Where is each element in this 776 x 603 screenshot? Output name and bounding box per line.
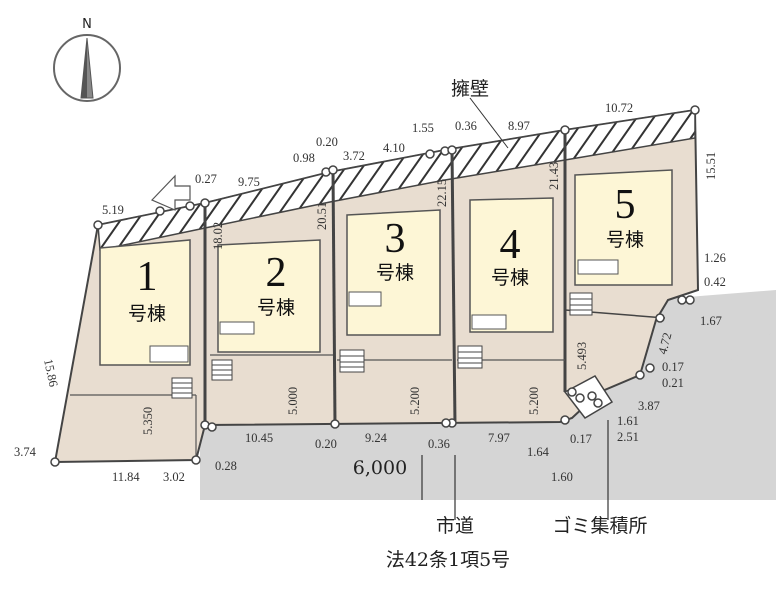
dim-label: 5.200 [408,387,422,415]
building-3-name: 号棟 [376,262,414,284]
dim-label: 0.17 [662,360,684,374]
dim-label: 4.10 [383,141,405,155]
boundary-markers [50,105,700,467]
dim-label: 1.67 [700,314,722,328]
steps-icon-5 [569,292,593,316]
dim-label: 5.493 [575,342,589,370]
dim-label: 15.86 [41,358,61,388]
dim-label: 0.17 [570,432,592,446]
dimension-labels: 5.19 0.27 9.75 0.98 0.20 3.72 4.10 1.55 … [14,101,726,484]
building-5-number: 5 [615,182,636,228]
building-1-number: 1 [137,254,158,300]
dim-label: 15.51 [704,152,718,180]
city-road-label: 市道 [436,515,474,537]
building-2-name: 号棟 [257,297,295,319]
dim-label: 1.64 [527,445,550,459]
steps-icon-4 [457,345,483,369]
dim-label: 18.02 [211,222,225,250]
lot-dividers [203,130,666,426]
dim-label: 0.36 [428,437,450,451]
dim-label: 1.60 [551,470,573,484]
dim-label: 8.97 [508,119,530,133]
dim-label: 3.87 [638,399,660,413]
dim-label: 0.36 [455,119,477,133]
dim-label: 11.84 [112,470,140,484]
dim-label: 5.000 [286,387,300,415]
dim-label: 3.02 [163,470,185,484]
road-area [200,290,776,500]
dim-label: 10.72 [605,101,633,115]
dim-label: 1.61 [617,414,639,428]
dim-label: 9.75 [238,175,260,189]
compass-north-label: N [82,17,92,32]
building-3[interactable]: 3 号棟 [346,209,441,336]
dim-label: 22.15 [435,179,449,207]
dim-label: 0.98 [293,151,315,165]
road-law-label: 法42条1項5号 [386,549,510,571]
building-2[interactable]: 2 号棟 [217,239,321,353]
dim-label: 0.28 [215,459,237,473]
road-width-marker [421,420,609,520]
dim-label: 1.55 [412,121,434,135]
building-3-number: 3 [385,216,406,262]
dim-label: 9.24 [365,431,388,445]
steps-icon-3 [339,349,365,373]
dim-label: 3.72 [343,149,365,163]
road-width-label: 6,000 [353,457,407,479]
dim-label: 5.19 [102,203,124,217]
building-1-name: 号棟 [128,303,166,325]
compass-north-icon: N [53,17,121,102]
dim-label: 2.51 [617,430,639,444]
dim-label: 0.42 [704,275,726,289]
retaining-wall-label: 擁壁 [451,78,509,149]
neighbor-arrow-icon [150,174,191,211]
building-4[interactable]: 4 号棟 [469,197,554,333]
building-4-name: 号棟 [491,267,529,289]
dim-label: 0.20 [316,135,338,149]
dim-label: 5.350 [141,407,155,435]
dim-label: 0.21 [662,376,684,390]
steps-icon-1 [171,377,193,399]
retaining-wall-text: 擁壁 [451,78,489,100]
dim-label: 1.26 [704,251,726,265]
dim-label: 21.43 [547,162,561,190]
building-5[interactable]: 5 号棟 [574,169,673,286]
dim-label: 0.27 [195,172,217,186]
dim-label: 5.200 [527,387,541,415]
building-2-number: 2 [266,250,287,296]
garbage-station-label: ゴミ集積所 [552,515,647,537]
steps-icon-2 [211,359,233,381]
building-4-number: 4 [500,222,521,268]
building-5-name: 号棟 [606,229,644,251]
building-1[interactable]: 1 号棟 [99,239,191,366]
dim-label: 20.51 [315,202,329,230]
dim-label: 4.72 [655,331,674,356]
dim-label: 0.20 [315,437,337,451]
dim-label: 3.74 [14,445,37,459]
entrance-steps [171,292,593,399]
dim-label: 10.45 [245,431,273,445]
dim-label: 7.97 [488,431,510,445]
